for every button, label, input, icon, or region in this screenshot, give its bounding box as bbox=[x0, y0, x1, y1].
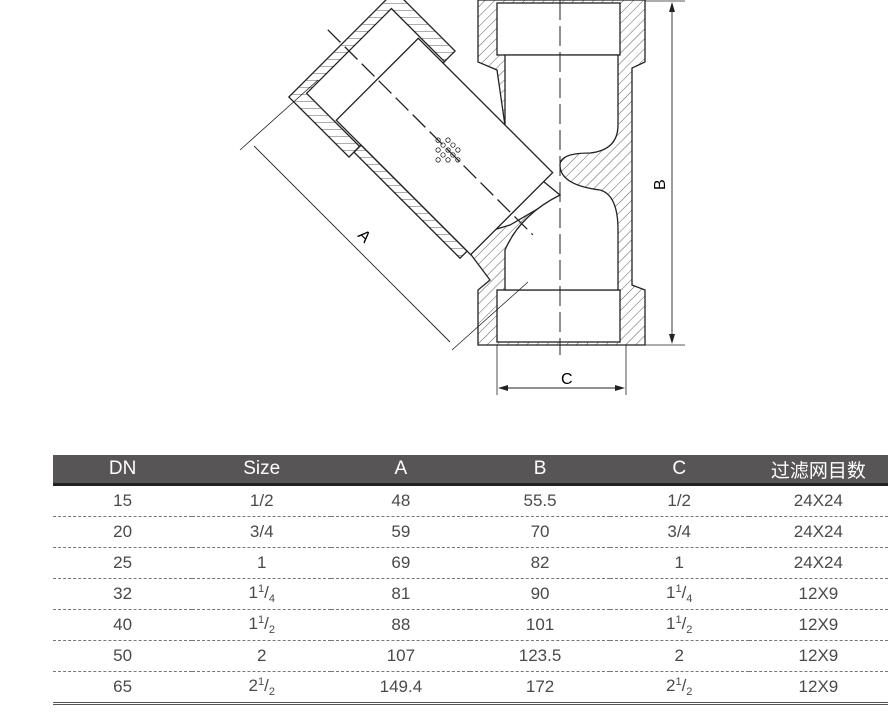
cell-mesh: 12X9 bbox=[748, 640, 888, 672]
cell-b: 123.5 bbox=[470, 640, 610, 672]
cell-size: 11/4 bbox=[192, 578, 332, 610]
cell-b: 101 bbox=[470, 609, 610, 641]
dim-b-label: B bbox=[652, 179, 669, 190]
cell-c: 11/2 bbox=[609, 609, 749, 641]
cell-a: 59 bbox=[331, 516, 471, 548]
fraction-denominator: 2 bbox=[268, 624, 275, 636]
cell-b: 70 bbox=[470, 516, 610, 548]
cell-a: 48 bbox=[331, 484, 471, 517]
cell-c: 3/4 bbox=[609, 516, 749, 548]
fraction-denominator: 4 bbox=[686, 593, 693, 605]
cell-dn: 50 bbox=[53, 640, 193, 672]
cell-size: 21/2 bbox=[192, 671, 332, 705]
fraction-whole: 1 bbox=[674, 553, 684, 572]
header-size: Size bbox=[192, 455, 332, 486]
cell-dn: 32 bbox=[53, 578, 193, 610]
cell-b: 172 bbox=[470, 671, 610, 705]
cell-a: 81 bbox=[331, 578, 471, 610]
dim-a-line bbox=[253, 145, 451, 343]
fraction-denominator: 4 bbox=[268, 593, 275, 605]
cell-a: 69 bbox=[331, 547, 471, 579]
top-port bbox=[496, 2, 621, 56]
dim-a-label: A bbox=[354, 227, 374, 247]
fraction-whole: 1/2 bbox=[249, 491, 274, 510]
fraction-whole: 1 bbox=[665, 614, 676, 633]
cell-mesh: 12X9 bbox=[748, 671, 888, 705]
fraction-whole: 2 bbox=[248, 676, 258, 695]
fraction-whole: 2 bbox=[665, 676, 676, 695]
cell-b: 55.5 bbox=[470, 484, 610, 517]
cell-size: 2 bbox=[192, 640, 332, 672]
cell-mesh: 24X24 bbox=[748, 484, 888, 517]
fraction-whole: 2 bbox=[257, 646, 267, 665]
cell-c: 21/2 bbox=[609, 671, 749, 705]
cell-c: 1 bbox=[609, 547, 749, 579]
fraction-numerator: 1 bbox=[257, 614, 265, 626]
header-a: A bbox=[331, 455, 471, 486]
cell-size: 3/4 bbox=[192, 516, 332, 548]
cell-dn: 15 bbox=[53, 484, 193, 517]
cell-b: 82 bbox=[470, 547, 610, 579]
fraction-whole: 1 bbox=[665, 583, 676, 602]
fraction-denominator: 2 bbox=[268, 686, 275, 698]
fraction-whole: 1/2 bbox=[667, 491, 692, 510]
cell-a: 107 bbox=[331, 640, 471, 672]
fraction-numerator: 1 bbox=[257, 583, 265, 595]
cell-size: 11/2 bbox=[192, 609, 332, 641]
fraction-denominator: 2 bbox=[686, 624, 693, 636]
fraction-whole: 1 bbox=[257, 553, 267, 572]
cell-dn: 25 bbox=[53, 547, 193, 579]
fraction-denominator: 2 bbox=[686, 686, 693, 698]
cell-size: 1/2 bbox=[192, 484, 332, 517]
cell-a: 149.4 bbox=[331, 671, 471, 705]
dim-c-label: C bbox=[561, 371, 573, 388]
bottom-port bbox=[496, 289, 621, 343]
header-dn: DN bbox=[53, 455, 193, 486]
cell-c: 1/2 bbox=[609, 484, 749, 517]
fraction-numerator: 1 bbox=[675, 583, 682, 595]
screen-holes bbox=[435, 137, 461, 163]
y-strainer-drawing: A B C bbox=[239, 0, 685, 395]
fraction-whole: 1 bbox=[248, 614, 258, 633]
cell-mesh: 24X24 bbox=[748, 516, 888, 548]
cell-a: 88 bbox=[331, 609, 471, 641]
cell-b: 90 bbox=[470, 578, 610, 610]
header-c: C bbox=[609, 455, 749, 486]
cell-c: 2 bbox=[609, 640, 749, 672]
bore bbox=[504, 54, 619, 291]
cell-mesh: 12X9 bbox=[748, 578, 888, 610]
cell-dn: 40 bbox=[53, 609, 193, 641]
fraction-numerator: 1 bbox=[675, 676, 682, 688]
fraction-whole: 2 bbox=[674, 646, 684, 665]
fraction-whole: 1 bbox=[248, 583, 258, 602]
fraction-numerator: 1 bbox=[675, 614, 682, 626]
fraction-numerator: 1 bbox=[257, 676, 265, 688]
cell-c: 11/4 bbox=[609, 578, 749, 610]
cell-mesh: 24X24 bbox=[748, 547, 888, 579]
cell-size: 1 bbox=[192, 547, 332, 579]
header-b: B bbox=[470, 455, 610, 486]
cell-dn: 20 bbox=[53, 516, 193, 548]
cell-dn: 65 bbox=[53, 671, 193, 705]
cell-mesh: 12X9 bbox=[748, 609, 888, 641]
header-mesh: 过滤网目数 bbox=[748, 455, 888, 486]
fraction-whole: 3/4 bbox=[667, 522, 692, 541]
fraction-whole: 3/4 bbox=[249, 522, 274, 541]
